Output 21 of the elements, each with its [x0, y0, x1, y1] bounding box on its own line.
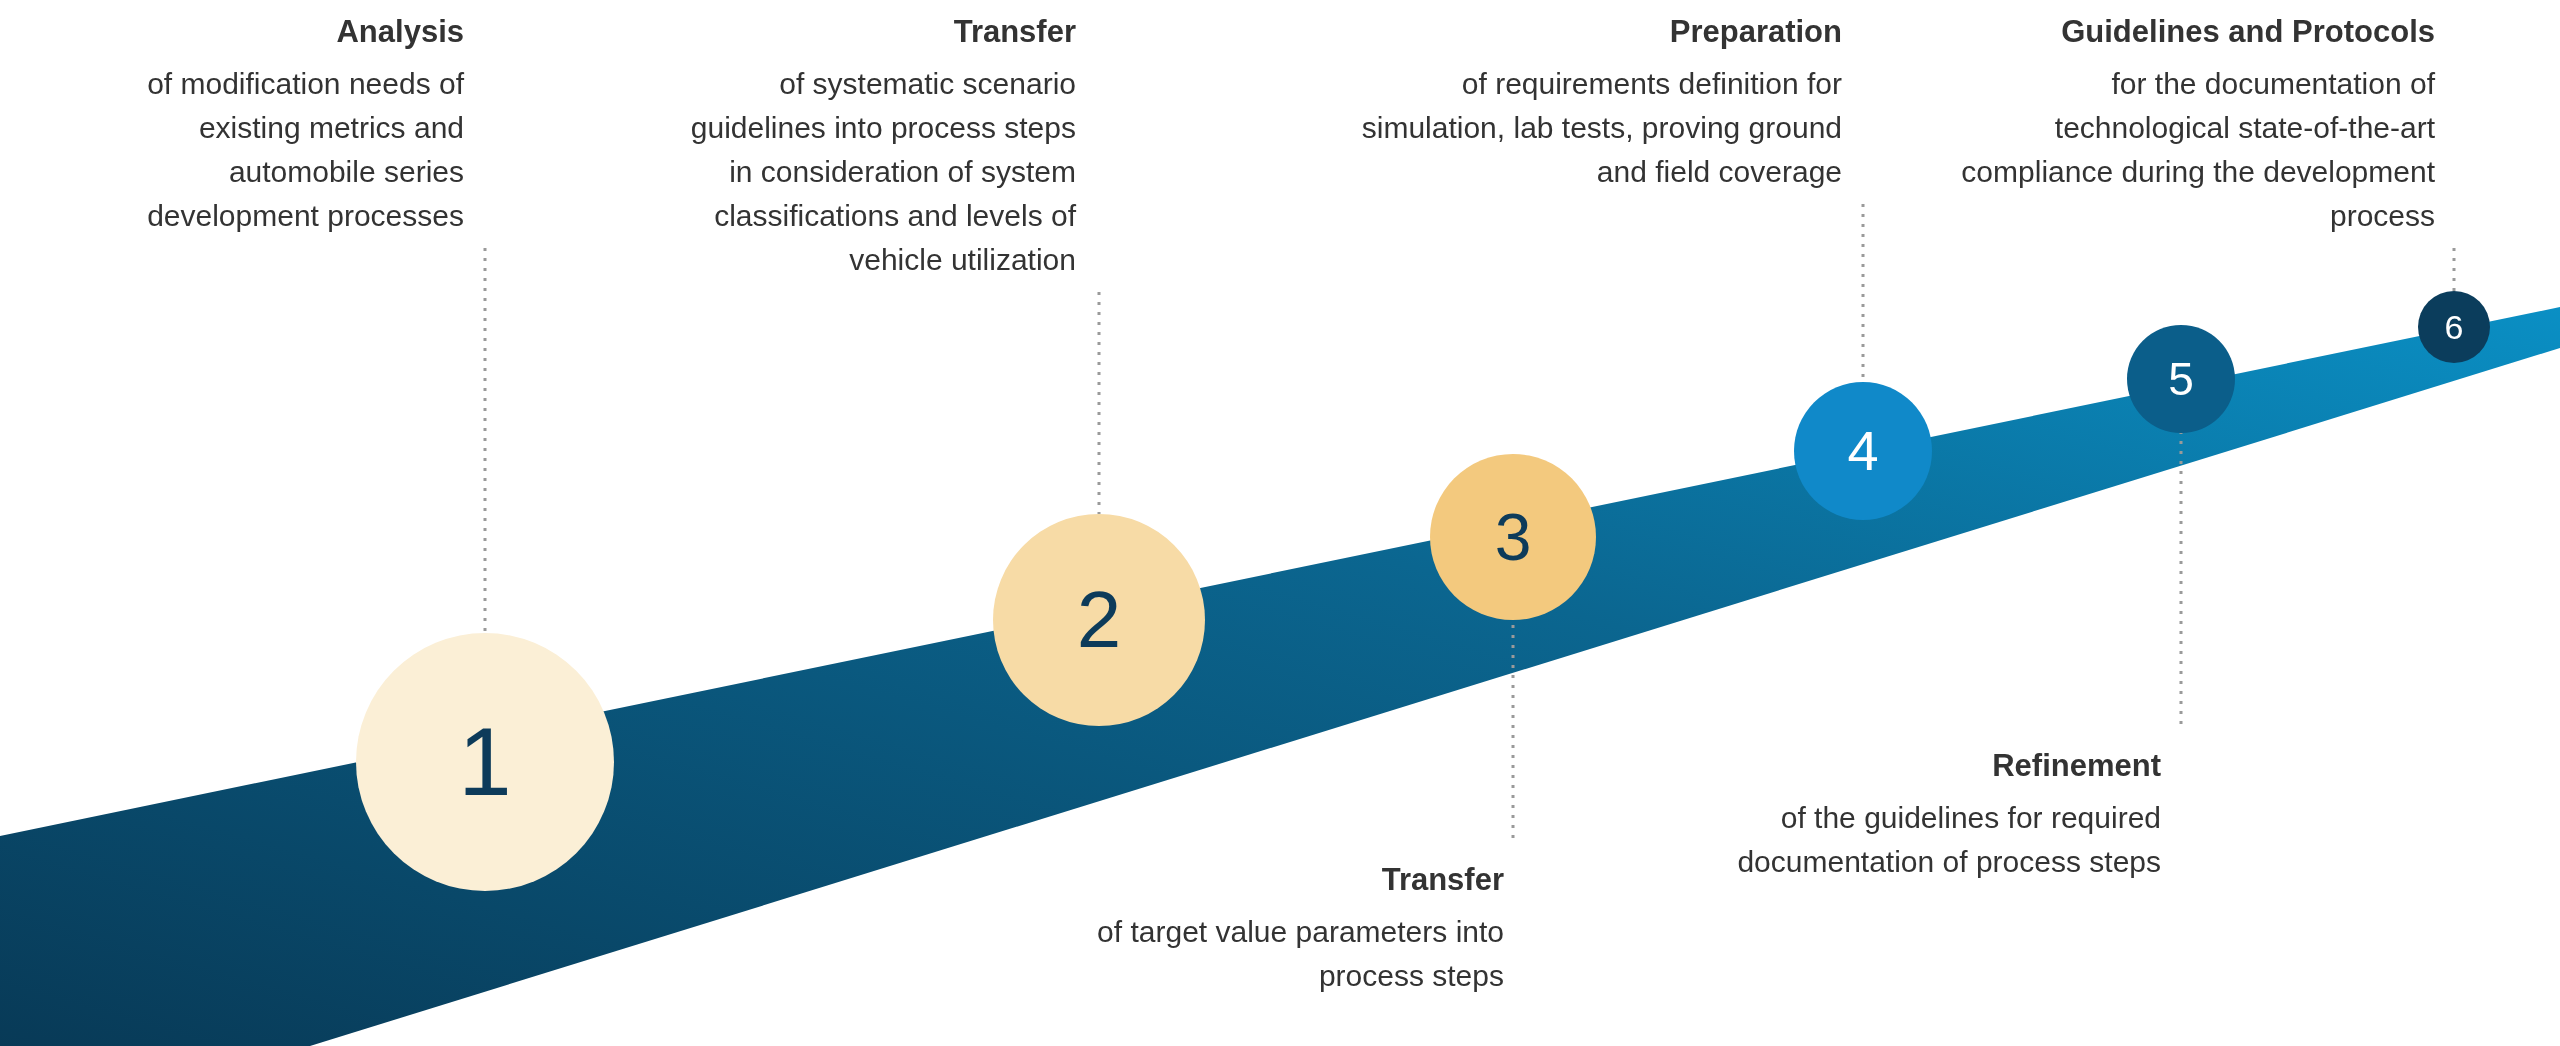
step-heading: Guidelines and Protocols [2060, 13, 2435, 51]
step-heading: Refinement [1991, 747, 2161, 785]
step-number: 3 [1494, 504, 1532, 570]
step-description: of the guidelines for required documentation of process steps [1736, 800, 2161, 880]
step-heading: Analysis [335, 13, 464, 51]
leader-line [2452, 248, 2456, 291]
step-heading: Transfer [952, 13, 1076, 51]
step-heading: Transfer [1380, 861, 1504, 899]
step-number: 2 [1076, 580, 1122, 660]
step-description: of systematic scenario guidelines into process steps in consideration of system classifications and levels of vehicle utilization [689, 66, 1076, 278]
leader-line [483, 248, 487, 633]
step-description: of modification needs of existing metrics and automobile series development processes [146, 66, 464, 234]
step-number: 5 [2168, 356, 2194, 402]
step-number: 4 [1847, 423, 1879, 479]
step-description: of target value parameters into process steps [1096, 914, 1504, 994]
step-number: 6 [2444, 310, 2464, 344]
step-description: of requirements definition for simulation, lab tests, proving ground and field coverage [1360, 66, 1842, 190]
step-description: for the documentation of technological state-of-the-art compliance during the development process [1960, 66, 2435, 234]
step-heading: Preparation [1668, 13, 1842, 51]
leader-line [1097, 292, 1101, 514]
step-number: 1 [458, 714, 512, 810]
